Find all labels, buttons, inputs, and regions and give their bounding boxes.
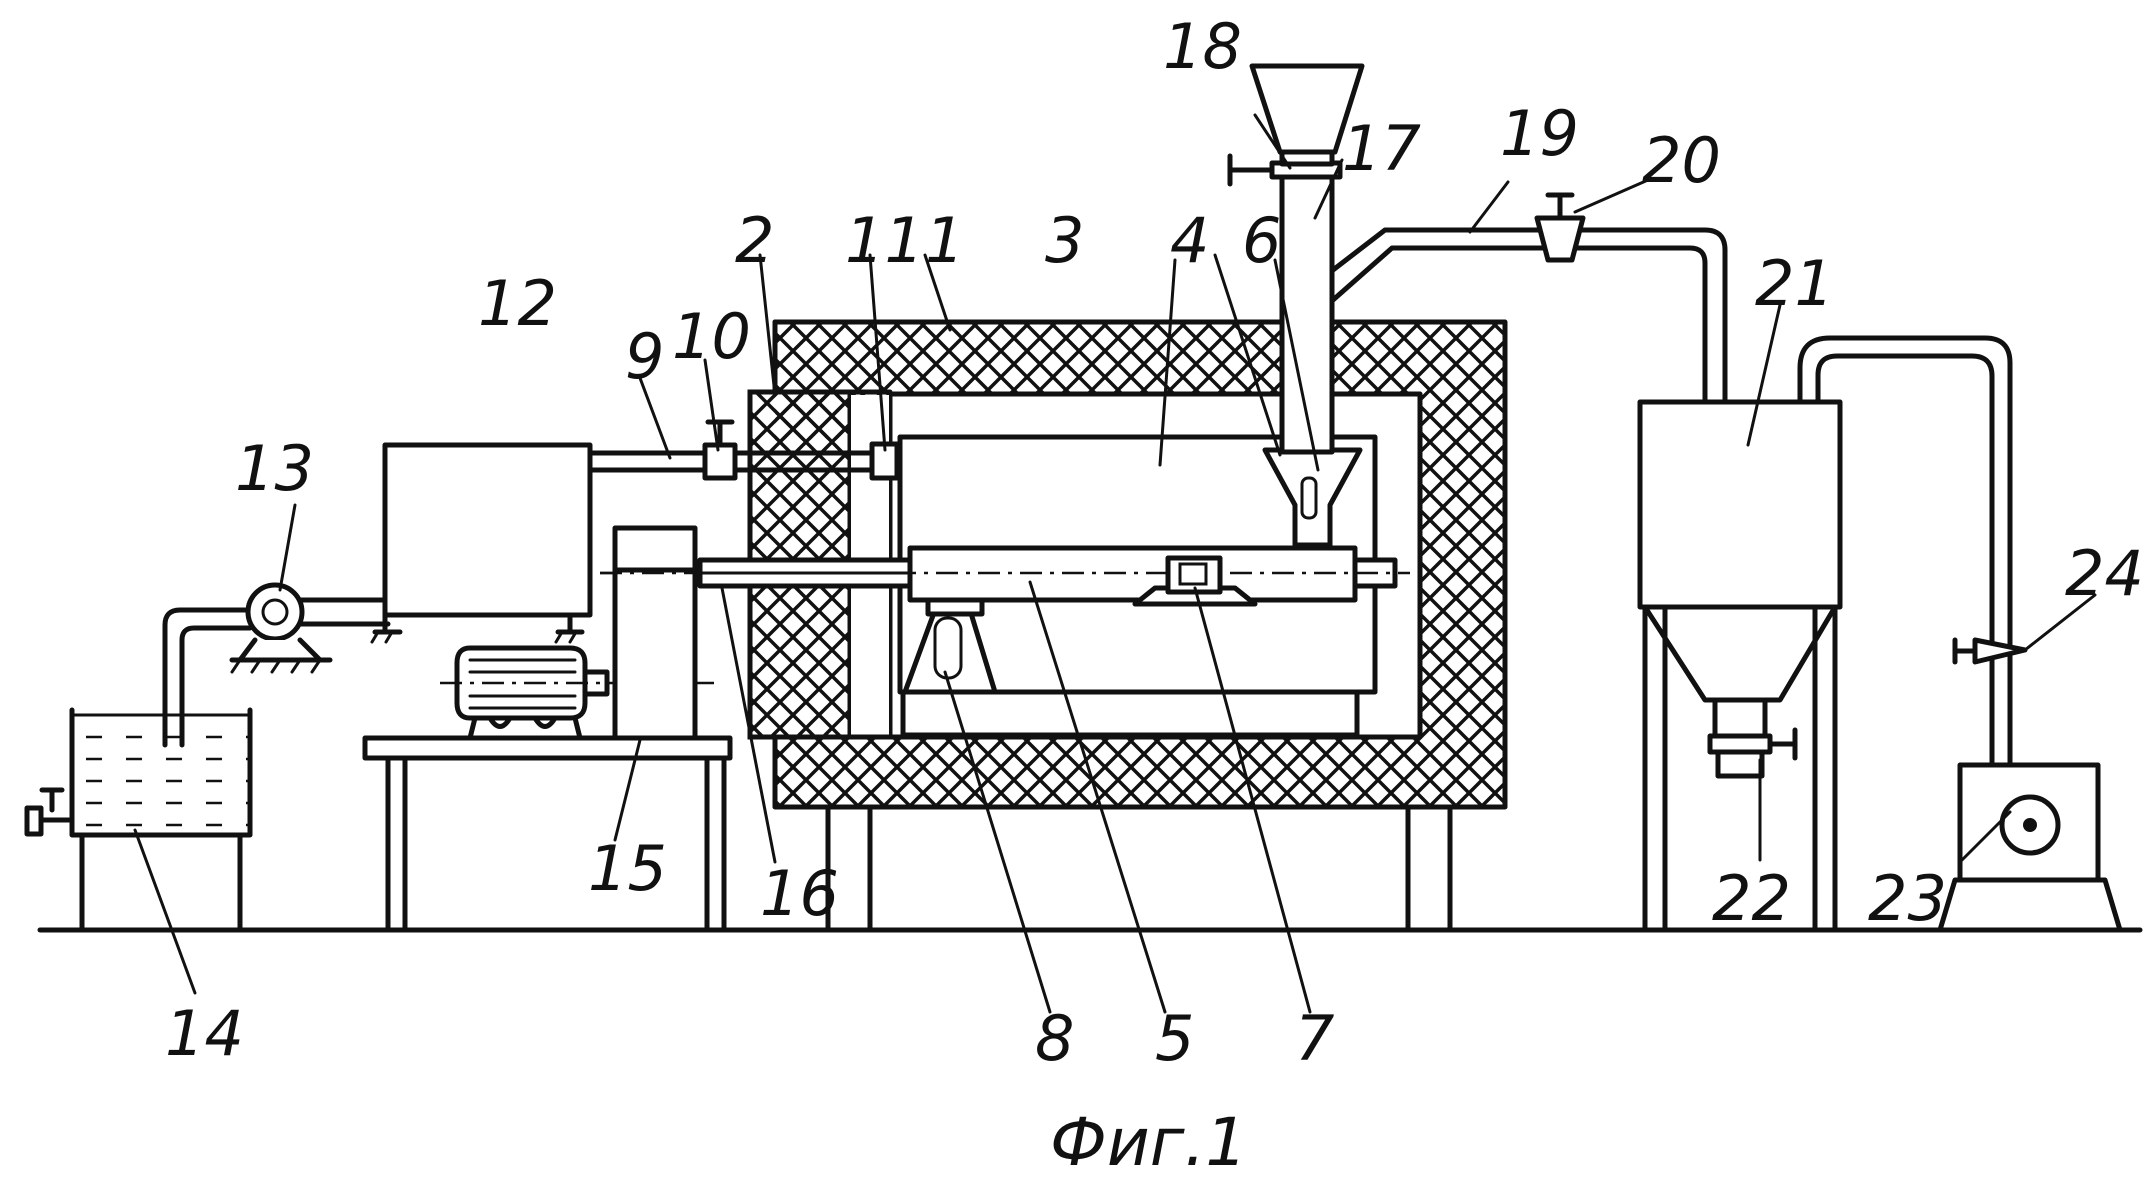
callout-1: 1 xyxy=(925,204,964,277)
callout-9: 9 xyxy=(625,320,664,393)
callout-12: 12 xyxy=(478,267,557,340)
callout-17: 17 xyxy=(1342,112,1421,185)
valve-10 xyxy=(705,422,735,478)
furnace-legs xyxy=(828,807,1450,930)
callout-22: 22 xyxy=(1712,862,1791,935)
callout-19: 19 xyxy=(1500,97,1579,170)
callout-6: 6 xyxy=(1242,204,1281,277)
callout-7: 7 xyxy=(1295,1002,1334,1075)
callout-8: 8 xyxy=(1035,1002,1074,1075)
figure-caption: Фиг.1 xyxy=(1050,1104,1247,1181)
cyclone-separator-21 xyxy=(1640,402,1840,930)
callout-24: 24 xyxy=(2065,537,2144,610)
valve-24 xyxy=(1955,640,2025,662)
callout-3: 3 xyxy=(1045,204,1084,277)
exhaust-fan-23 xyxy=(1940,765,2120,930)
steam-generator-12 xyxy=(372,445,590,642)
motor-table xyxy=(365,738,730,930)
callout-14: 14 xyxy=(165,997,244,1070)
tank-drain-valve xyxy=(27,790,72,834)
callout-4: 4 xyxy=(1170,204,1209,277)
pump-outlet-pipe xyxy=(300,600,388,624)
callout-11: 11 xyxy=(845,204,924,277)
callout-2: 2 xyxy=(735,204,774,277)
callout-21: 21 xyxy=(1755,247,1834,320)
callout-18: 18 xyxy=(1163,10,1242,83)
callout-23: 23 xyxy=(1868,862,1947,935)
callout-13: 13 xyxy=(235,432,314,505)
callout-10: 10 xyxy=(672,300,751,373)
callout-20: 20 xyxy=(1642,124,1721,197)
callout-15: 15 xyxy=(588,832,667,905)
valve-20 xyxy=(1537,195,1583,260)
outlet-valve-22 xyxy=(1710,700,1795,776)
callout-5: 5 xyxy=(1155,1002,1194,1075)
callout-16: 16 xyxy=(760,857,839,930)
gear-reducer-15 xyxy=(600,528,700,738)
